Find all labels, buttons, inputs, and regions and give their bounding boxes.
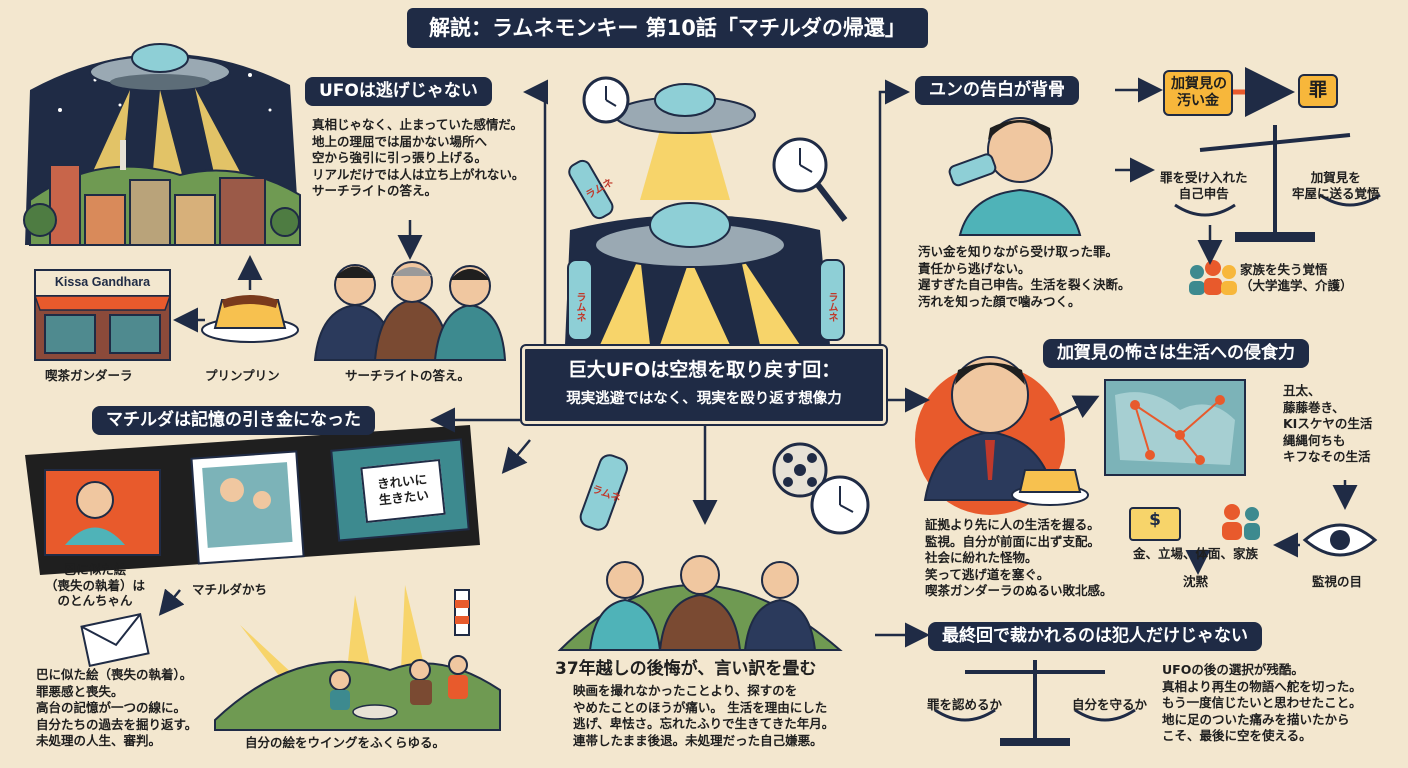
pudding-dessert [201,295,299,343]
cafe-sign: Kissa Gandhara [54,275,151,289]
money-symbol: $ [1149,510,1161,530]
center-giant-ufo [565,202,845,345]
label-matilda: マチルダかち [192,582,268,597]
final-scale-right: 自分を守るか [1072,697,1148,712]
family-label: 家族を失う覚悟 （大学進学、介護） [1240,262,1353,293]
final-heading: 最終回で裁かれるのは犯人だけじゃない [928,622,1262,652]
three-men-portrait [313,261,507,361]
yun-drinking [948,117,1082,236]
label-cafe: 喫茶ガンダーラ [45,368,133,383]
center-banner-line1: 巨大UFOは空想を取り戻す回： [567,359,841,381]
yun-heading: ユンの告白が背骨 [915,76,1079,106]
scale-yun [1174,125,1381,242]
tag-sin: 罪 [1298,74,1338,108]
kagami-heading: 加賀見の怖さは生活への侵食力 [1043,339,1309,369]
page-title: 解説：ラムネモンキー 第10話「マチルダの帰還」 [407,8,928,49]
scale-left-label: 罪を受け入れた 自己申告 [1160,170,1248,201]
scale-right-label: 加賀見を 牢屋に送る覚悟 [1292,170,1380,201]
ufo-night-scene [23,43,301,246]
hill-lighthouse-scene [214,585,501,731]
three-men-hill [557,555,843,651]
bottle-label-2: ラムネ [574,292,585,322]
family-icon [1189,260,1237,295]
money-label: 金、立場、体面、家族 [1133,546,1259,561]
regret-body: 映画を撮れなかったことより、探すのを やめたことのほうが痛い。 生活を理由にした… [573,683,835,748]
bottle-label-3: ラムネ [826,292,837,322]
matilda-caption: 自分の絵をウイングをふくらゆる。 [245,735,446,750]
envelope [80,613,150,667]
ufo-body: 真相じゃなく、止まっていた感情だ。 地上の理屈では届かない場所へ 空から強引に引… [312,117,525,198]
network-map [1104,379,1246,476]
ufo-heading: UFOは逃げじゃない [305,77,492,107]
eye-label: 監視の目 [1312,574,1363,589]
kagami-portrait [915,356,1089,515]
label-painting: 巴に似た絵 （喪失の執着）は のとんちゃん [45,562,146,609]
silence-label: 沈黙 [1183,574,1209,589]
label-searchlight: サーチライトの答え。 [345,368,471,383]
yun-body: 汚い金を知りながら受け取った罪。 責任から逃げない。 遅すぎた自己申告。生活を裂… [918,244,1131,309]
final-scale-left: 罪を認めるか [927,697,1003,712]
matilda-body: 巴に似た絵（喪失の執着）。 罪悪感と喪失。 高台の記憶が一つの線に。 自分たちの… [36,667,198,748]
center-banner-line2: 現実逃避ではなく、現実を殴り返す想像力 [566,391,842,407]
kagami-body: 証拠より先に人の生活を握る。 監視。自分が前面に出ず支配。 社会に紛れた怪物。 … [925,517,1113,598]
label-pudding: プリンプリン [205,368,280,383]
kagami-network-list: 丑太、 藤藤巻き、 KIスケヤの生活 縄縄何ちも キフなその生活 [1283,383,1373,464]
money-people-eye [1129,504,1378,557]
scale-final [934,660,1136,746]
final-body: UFOの後の選択が残酷。 真相より再生の物語へ舵を切った。 もう一度信じたいと思… [1162,662,1362,743]
bottle-reel-clock [579,442,870,535]
regret-heading: 37年越しの後悔が、言い訳を畳む [555,659,817,679]
center-banner: 巨大UFOは空想を取り戻す回： 現実逃避ではなく、現実を殴り返す想像力 [520,344,888,426]
center-top-ufo [568,76,848,222]
cafe-storefront [33,269,172,361]
film-strip [25,425,480,575]
tag-kagami-money: 加賀見の 汚い金 [1163,70,1233,116]
matilda-heading: マチルダは記憶の引き金になった [92,406,375,436]
